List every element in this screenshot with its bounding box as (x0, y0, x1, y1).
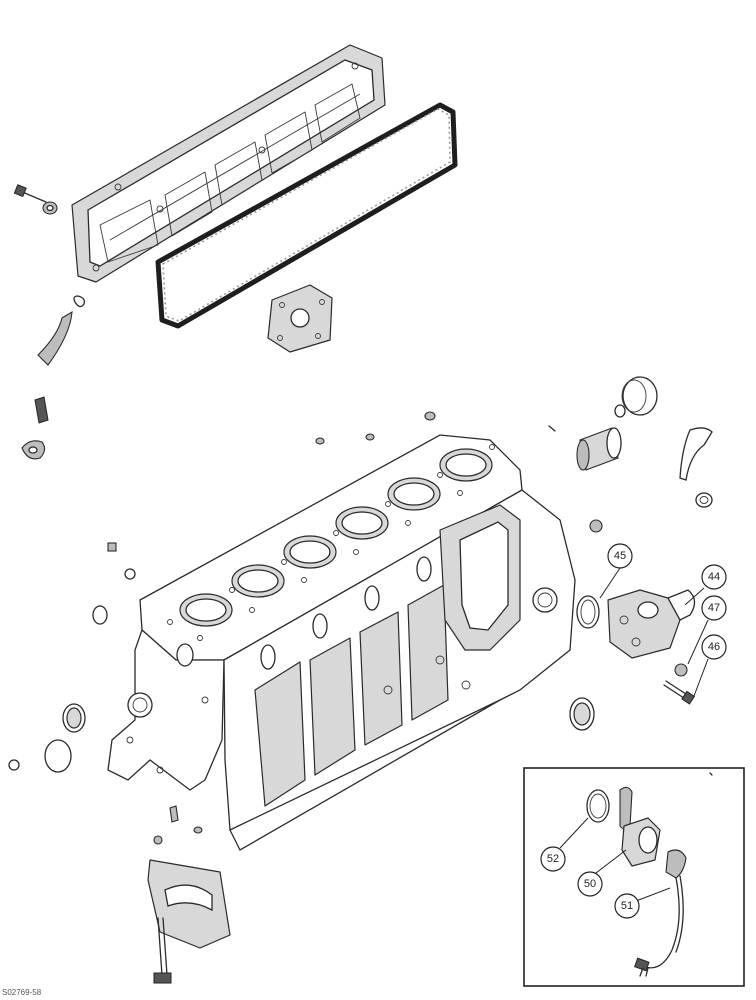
access-plate (267, 284, 333, 353)
cover-bolt (13, 184, 58, 215)
block-heater-inset (523, 767, 745, 987)
svg-text:44: 44 (708, 571, 720, 583)
callout-52: 52 (540, 817, 589, 872)
callout-51: 51 (614, 887, 671, 919)
svg-text:50: 50 (584, 878, 596, 890)
callout-44: 44 (684, 564, 727, 606)
svg-text:45: 45 (614, 550, 626, 562)
callout-50: 50 (577, 849, 627, 897)
figure-code: S02769-58 (2, 988, 42, 997)
svg-text:52: 52 (547, 853, 559, 865)
expansion-plugs-upper (548, 376, 713, 508)
cover-gasket (155, 102, 458, 329)
svg-text:51: 51 (621, 900, 633, 912)
block-plugs (8, 411, 603, 845)
breather-hose (21, 295, 86, 460)
engine-block (107, 434, 576, 851)
callout-46: 46 (693, 634, 727, 697)
callout-45: 45 (599, 543, 633, 599)
callout-47: 47 (687, 595, 727, 665)
bearing-cap (147, 859, 231, 984)
side-cover-plate (71, 44, 386, 283)
svg-text:46: 46 (708, 641, 720, 653)
svg-text:47: 47 (708, 602, 720, 614)
water-outlet-housing (576, 589, 696, 705)
